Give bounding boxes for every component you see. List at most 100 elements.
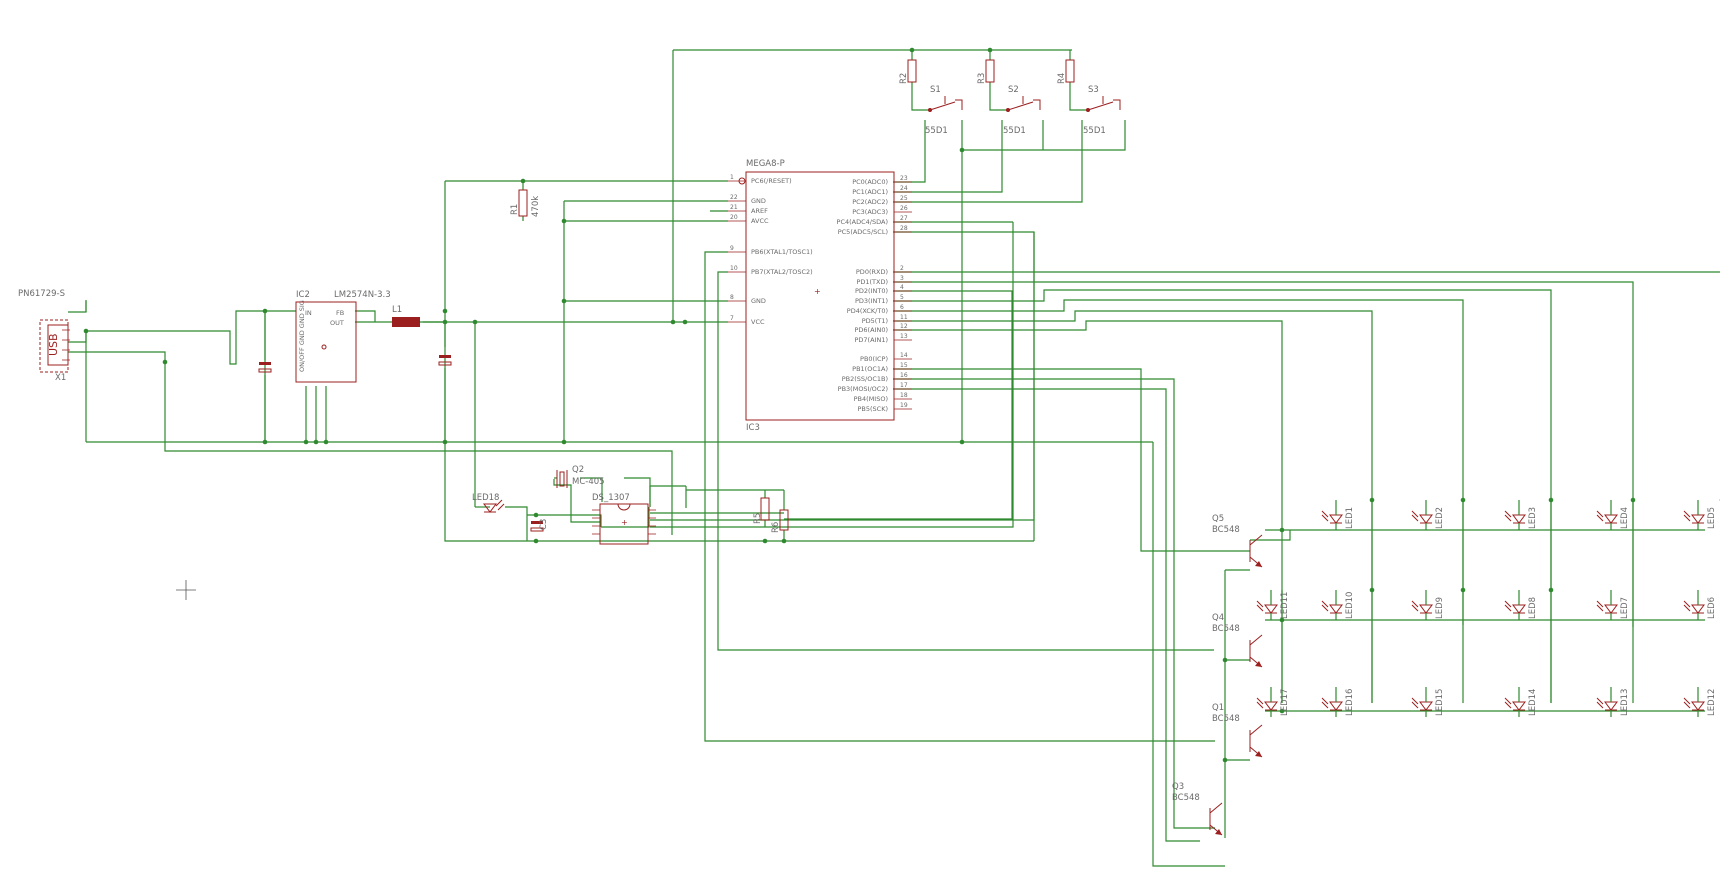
crosshair-cursor-icon <box>176 580 196 600</box>
resistor-r4: R4 <box>1057 59 1075 84</box>
r1-value: 470k <box>531 196 541 217</box>
led-led2: LED2 <box>1411 500 1445 530</box>
capacitor-input <box>258 362 272 373</box>
led-label: LED8 <box>1528 597 1538 619</box>
mcu-pin-name: PD4(XCK/T0) <box>847 307 888 315</box>
mcu-pin-name: PC4(ADC4/SDA) <box>837 218 888 226</box>
svg-text:+: + <box>621 518 628 527</box>
r2-label: R2 <box>899 73 909 84</box>
r1-label: R1 <box>510 204 520 215</box>
mcu-pin-number: 1 <box>730 174 734 181</box>
resistor-r1: R1 470k <box>510 189 541 217</box>
mcu-pin-number: 9 <box>730 245 734 252</box>
mcu-pin-name: GND <box>751 297 766 305</box>
q3-value: BC548 <box>1172 793 1200 803</box>
mcu-pin-number: 23 <box>900 175 908 182</box>
mcu-pin-number: 12 <box>900 323 908 330</box>
usb-part-name: PN61729-S <box>18 289 65 299</box>
led-symbol <box>1604 514 1618 524</box>
r4-label: R4 <box>1057 73 1067 84</box>
c3-label: C3 <box>539 519 549 530</box>
mcu-pin-name: PD0(RXD) <box>856 268 888 276</box>
led-led11: LED11 <box>1256 590 1290 620</box>
led-symbol <box>1264 701 1278 711</box>
mcu-pin-number: 16 <box>900 372 908 379</box>
led-symbol <box>1419 604 1433 614</box>
resistor-r5: R5 <box>753 497 770 524</box>
led-symbol <box>1264 604 1278 614</box>
q4-label: Q4 <box>1212 613 1224 623</box>
mcu-pin-number: 27 <box>900 215 908 222</box>
s1-label: S1 <box>930 85 941 95</box>
mcu-pin-name: GND <box>751 197 766 205</box>
mcu-pin-name: PC6(/RESET) <box>751 177 792 185</box>
r6-label: R6 <box>771 522 781 533</box>
led-led4: LED4 <box>1596 500 1630 530</box>
led-led14: LED14 <box>1504 687 1538 717</box>
led-led13: LED13 <box>1596 687 1630 717</box>
mcu-pin-name: PD3(INT1) <box>855 297 888 305</box>
led-symbol <box>1512 701 1526 711</box>
mcu-pin-name: PC3(ADC3) <box>852 208 888 216</box>
l1-label: L1 <box>392 305 402 315</box>
usb-connector: PN61729-S X1 USB <box>18 289 70 383</box>
led-label: LED10 <box>1345 592 1355 619</box>
rtc-label: DS_1307 <box>592 493 630 503</box>
led-rays <box>1683 510 1691 522</box>
led-rays <box>1596 600 1604 612</box>
ic2-pin-bottom: ON/OFF GND GND SIG <box>298 300 306 372</box>
led-led10: LED10 <box>1321 590 1355 620</box>
led-symbol <box>1691 701 1705 711</box>
led-led15: LED15 <box>1411 687 1445 717</box>
led-rays <box>1504 600 1512 612</box>
q5-value: BC548 <box>1212 525 1240 535</box>
mcu-pin-name: PB2(SS/OC1B) <box>842 375 888 383</box>
s2-value: 55D1 <box>1003 126 1026 136</box>
transistor-q4: Q4 BC548 <box>1212 613 1263 668</box>
inductor-l1: L1 <box>392 305 420 327</box>
mcu-pin-name: PB3(MOSI/OC2) <box>838 385 888 393</box>
mcu-right-pins: 23PC0(ADC0)24PC1(ADC1)25PC2(ADC2)26PC3(A… <box>837 175 912 413</box>
junction-dots <box>83 47 1720 763</box>
ic2-pin-fb: FB <box>336 309 344 317</box>
mcu-pin-name: PD2(INT0) <box>855 287 888 295</box>
q3-label: Q3 <box>1172 782 1184 792</box>
crystal-q2: Q2 MC-405 <box>556 465 605 488</box>
ic2-pin-in: IN <box>305 309 312 317</box>
mcu-pin-number: 3 <box>900 275 904 282</box>
mcu-pin-name: PB1(OC1A) <box>852 365 888 373</box>
led-led1: LED1 <box>1321 500 1355 530</box>
mcu-pin-name: PD6(AIN0) <box>855 326 889 334</box>
led-rays <box>1411 697 1419 709</box>
led18-label: LED18 <box>472 493 499 503</box>
led-label: LED13 <box>1620 689 1630 716</box>
mcu-pin-number: 18 <box>900 392 908 399</box>
led-rays <box>1596 697 1604 709</box>
usb-label: USB <box>47 333 60 356</box>
mcu-pin-name: PB5(SCK) <box>857 405 888 413</box>
mcu-pin-number: 21 <box>730 204 738 211</box>
mcu-pin-number: 24 <box>900 185 908 192</box>
q4-value: BC548 <box>1212 624 1240 634</box>
pushbutton-s2: S2 55D1 <box>1003 85 1041 136</box>
led-label: LED5 <box>1707 507 1717 529</box>
led-label: LED11 <box>1280 592 1290 619</box>
led-led16: LED16 <box>1321 687 1355 717</box>
led-label: LED3 <box>1528 507 1538 529</box>
transistor-q1: Q1 BC548 <box>1212 703 1263 758</box>
led-label: LED4 <box>1620 507 1630 529</box>
mcu-pin-name: VCC <box>751 318 765 326</box>
mcu-pin-number: 15 <box>900 362 908 369</box>
transistor-q3: Q3 BC548 <box>1172 782 1223 836</box>
led-rays <box>1321 510 1329 522</box>
mcu-pin-number: 11 <box>900 314 908 321</box>
led-led17: LED17 <box>1256 687 1290 717</box>
s3-value: 55D1 <box>1083 126 1106 136</box>
voltage-regulator-ic2: IC2 LM2574N-3.3 IN FB OUT ON/OFF GND GND… <box>295 290 391 383</box>
mcu-pin-name: AVCC <box>751 217 769 225</box>
mcu-pin-number: 13 <box>900 333 908 340</box>
led-symbol <box>1512 514 1526 524</box>
mcu-pin-name: PB6(XTAL1/TOSC1) <box>751 248 813 256</box>
